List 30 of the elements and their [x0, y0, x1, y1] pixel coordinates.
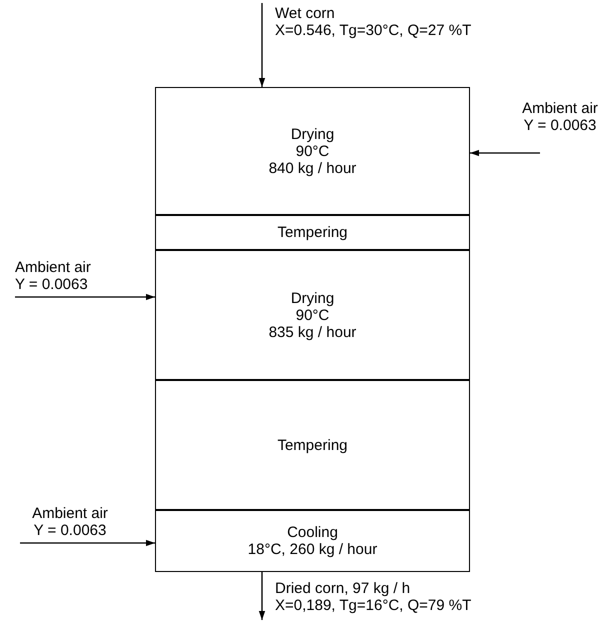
- dryer-section: [155, 87, 470, 215]
- stream-value: Y = 0.0063: [15, 276, 89, 293]
- dryer-section: [155, 510, 470, 572]
- dryer-section: [155, 380, 470, 510]
- stream-value: 835 kg / hour: [268, 324, 356, 340]
- stream-label: Drying: [290, 290, 334, 306]
- stream-label: Wet corn: [275, 5, 336, 22]
- arrow: [258, 3, 266, 87]
- dryer-section: [155, 250, 470, 380]
- stream-label: Cooling: [287, 524, 338, 541]
- stream-value: 90°C: [296, 142, 330, 160]
- stream-label: Ambient air: [31, 505, 109, 522]
- stream-label: Tempering: [277, 436, 348, 454]
- arrow: [258, 572, 266, 620]
- stream-value: Y = 0.0063: [522, 117, 598, 134]
- arrow: [15, 294, 155, 300]
- stream-value: 90°C: [296, 306, 330, 324]
- stream-label: Drying: [290, 126, 334, 142]
- stream-label: Ambient air: [15, 259, 92, 276]
- stream-label: Ambient air: [521, 100, 599, 117]
- arrow: [470, 150, 540, 156]
- stream-label: Tempering: [277, 224, 348, 241]
- stream-value: X=0.546, Tg=30°C, Q=27 %T: [275, 22, 472, 39]
- stream-value: 18°C, 260 kg / hour: [248, 541, 378, 558]
- stream-value: X=0,189, Tg=16°C, Q=79 %T: [275, 597, 472, 614]
- stream-value: Y = 0.0063: [32, 522, 108, 539]
- stream-value: 840 kg / hour: [268, 160, 356, 176]
- stream-label: Dried corn, 97 kg / h: [275, 580, 412, 597]
- dryer-section: [155, 215, 470, 250]
- arrow: [20, 540, 155, 546]
